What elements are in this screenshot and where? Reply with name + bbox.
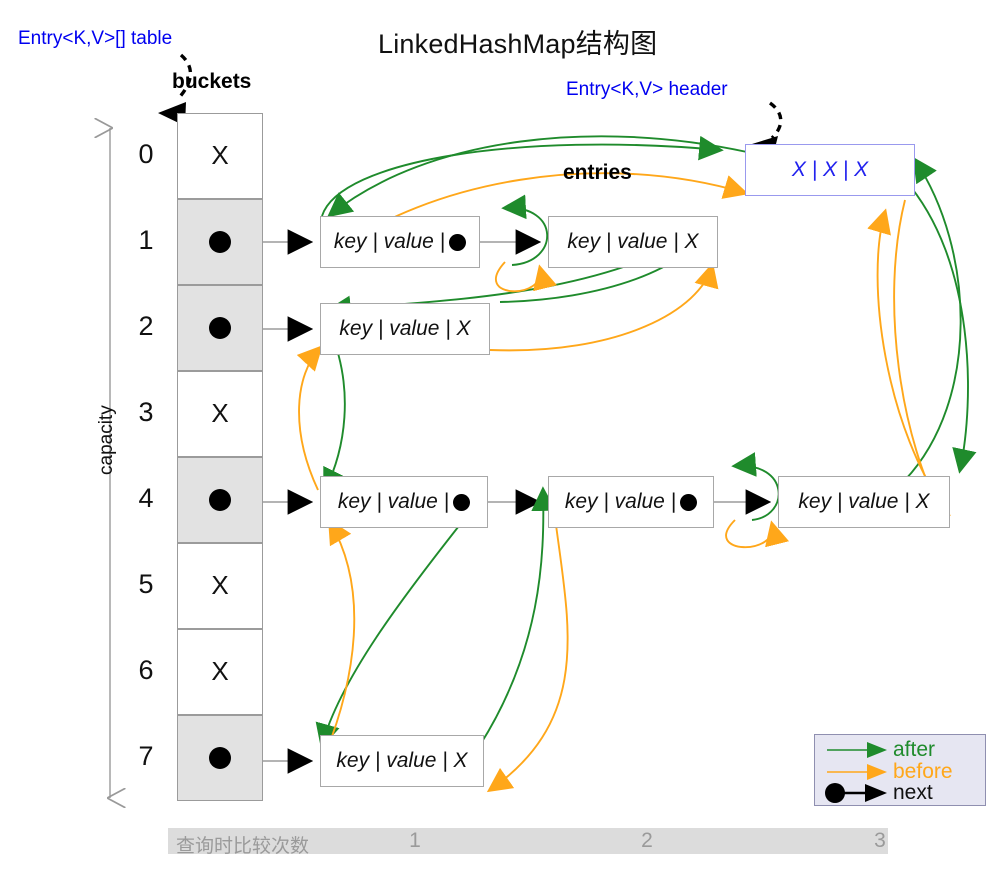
comparison-bar (168, 828, 888, 854)
bucket-index-1: 1 (138, 225, 154, 255)
bucket-pointer-dot (209, 231, 231, 253)
entry-box-b4-0[interactable]: key | value | (320, 476, 488, 528)
entry-box-b4-1[interactable]: key | value | (548, 476, 714, 528)
entry-box-b7-0[interactable]: key | value | X (320, 735, 484, 787)
comparison-label: 查询时比较次数 (176, 836, 310, 857)
capacity-label: capacity (96, 405, 117, 475)
comparison-value-1: 1 (409, 829, 421, 852)
bucket-pointer-dot (209, 489, 231, 511)
entry-box-b1-1[interactable]: key | value | X (548, 216, 718, 268)
buckets-label: buckets (172, 70, 252, 93)
entry-next-dot (680, 493, 698, 511)
entry-text: key | value | X (798, 490, 930, 513)
bucket-index-4: 4 (138, 483, 154, 513)
table-reference-label: Entry<K,V>[] table (18, 28, 173, 49)
legend-glyphs (825, 742, 887, 803)
entry-next-dot (449, 233, 467, 251)
header-reference-label: Entry<K,V> header (566, 79, 728, 100)
bucket-null-glyph: X (211, 570, 229, 600)
bucket-cell-1[interactable] (177, 199, 263, 285)
header-entry-text: X | X | X (791, 158, 869, 181)
bucket-cell-0[interactable]: X (177, 113, 263, 199)
comparison-value-3: 3 (874, 829, 886, 852)
legend-label-before: before (893, 760, 953, 783)
entry-text: key | value | X (567, 230, 699, 253)
entry-text: key | value | X (339, 317, 471, 340)
bucket-index-6: 6 (138, 655, 154, 685)
legend-label-after: after (893, 738, 936, 761)
entry-box-b4-2[interactable]: key | value | X (778, 476, 950, 528)
legend: after before next (814, 734, 986, 806)
bucket-index-7: 7 (138, 741, 154, 771)
bucket-index-2: 2 (138, 311, 154, 341)
bucket-index-0: 0 (138, 139, 154, 169)
bucket-null-glyph: X (211, 140, 229, 170)
bucket-index-5: 5 (138, 569, 154, 599)
entry-box-b2-0[interactable]: key | value | X (320, 303, 490, 355)
bucket-cell-5[interactable]: X (177, 543, 263, 629)
entries-label: entries (563, 161, 632, 184)
entry-text: key | value | (564, 490, 677, 513)
bucket-pointer-dot (209, 747, 231, 769)
bucket-cell-6[interactable]: X (177, 629, 263, 715)
page-title: LinkedHashMap结构图 (378, 29, 658, 59)
bucket-cell-3[interactable]: X (177, 371, 263, 457)
legend-label-next: next (893, 781, 933, 804)
entry-text: key | value | X (336, 749, 468, 772)
comparison-value-2: 2 (641, 829, 653, 852)
bucket-null-glyph: X (211, 656, 229, 686)
entry-text: key | value | (337, 490, 450, 513)
entry-next-dot (453, 493, 471, 511)
bucket-cell-2[interactable] (177, 285, 263, 371)
bucket-cell-4[interactable] (177, 457, 263, 543)
entry-text: key | value | (333, 230, 446, 253)
bucket-cell-7[interactable] (177, 715, 263, 801)
entry-box-b1-0[interactable]: key | value | (320, 216, 480, 268)
header-entry-box[interactable]: X | X | X (745, 144, 915, 196)
bucket-index-3: 3 (138, 397, 154, 427)
bucket-null-glyph: X (211, 398, 229, 428)
bucket-pointer-dot (209, 317, 231, 339)
